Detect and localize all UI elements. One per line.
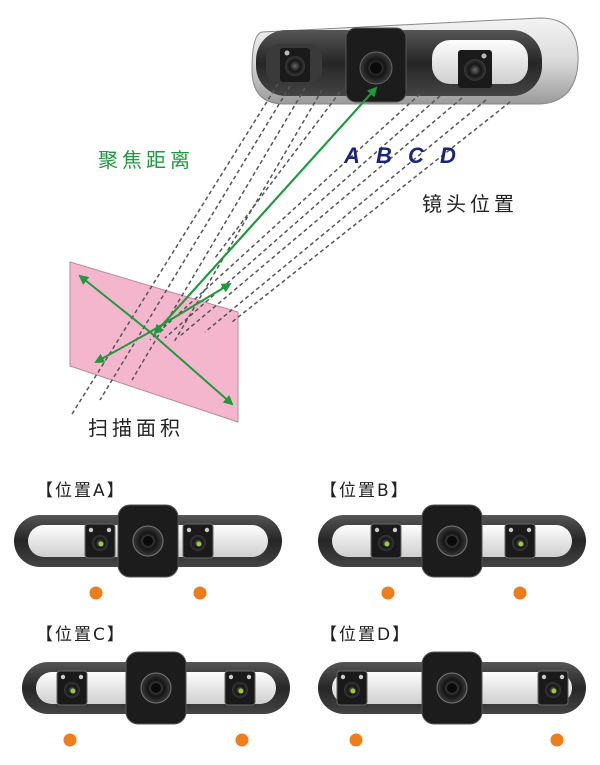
scan-diagonal-arrow-c bbox=[149, 282, 232, 333]
panel-title-c: 【位置C】 bbox=[36, 625, 126, 645]
right-camera-icon bbox=[458, 50, 492, 88]
panel-title-a: 【位置A】 bbox=[36, 481, 126, 501]
right-position-dot bbox=[235, 733, 249, 747]
left-position-dot bbox=[63, 733, 77, 747]
scanner-device bbox=[251, 17, 579, 105]
left-camera-icon bbox=[336, 670, 368, 706]
center-camera-icon bbox=[132, 525, 164, 557]
center-camera-icon bbox=[359, 51, 393, 85]
left-position-dot bbox=[89, 586, 103, 600]
center-camera-icon bbox=[436, 672, 468, 704]
scan-area-label: 扫描面积 bbox=[88, 416, 184, 440]
letter-a: A bbox=[344, 143, 360, 168]
focus-distance-arrow-down bbox=[153, 87, 377, 335]
focus-distance-label: 聚焦距离 bbox=[98, 148, 194, 172]
lens-position-label: 镜头位置 bbox=[422, 192, 518, 216]
device-panel-c bbox=[22, 651, 290, 747]
letter-c: C bbox=[408, 143, 424, 168]
panel-title-d: 【位置D】 bbox=[320, 625, 412, 645]
device-panel-a bbox=[14, 504, 282, 600]
center-camera-icon bbox=[140, 672, 172, 704]
right-position-dot bbox=[513, 586, 527, 600]
left-camera-icon bbox=[84, 523, 116, 559]
right-camera-icon bbox=[537, 670, 569, 706]
center-camera-icon bbox=[436, 525, 468, 557]
right-camera-icon bbox=[224, 670, 256, 706]
right-position-dot bbox=[550, 733, 564, 747]
left-camera-icon bbox=[56, 670, 88, 706]
scan-diagonal-arrow-d bbox=[94, 331, 151, 363]
device-panel-d bbox=[318, 651, 586, 747]
left-camera-icon bbox=[370, 523, 402, 559]
left-position-dot bbox=[349, 733, 363, 747]
letter-d: D bbox=[440, 143, 456, 168]
letter-b: B bbox=[376, 143, 392, 168]
left-position-dot bbox=[381, 586, 395, 600]
scan-diagonal-arrow-a bbox=[78, 274, 151, 333]
left-camera-icon bbox=[280, 48, 310, 82]
right-camera-icon bbox=[504, 523, 536, 559]
projection-lines bbox=[71, 83, 511, 415]
panel-title-b: 【位置B】 bbox=[320, 481, 410, 501]
right-camera-icon bbox=[182, 523, 214, 559]
position-panels bbox=[14, 504, 586, 747]
focus-arrows bbox=[78, 86, 378, 406]
device-panel-b bbox=[318, 504, 586, 600]
scan-diagonal-arrow-b bbox=[149, 331, 234, 406]
right-position-dot bbox=[193, 586, 207, 600]
